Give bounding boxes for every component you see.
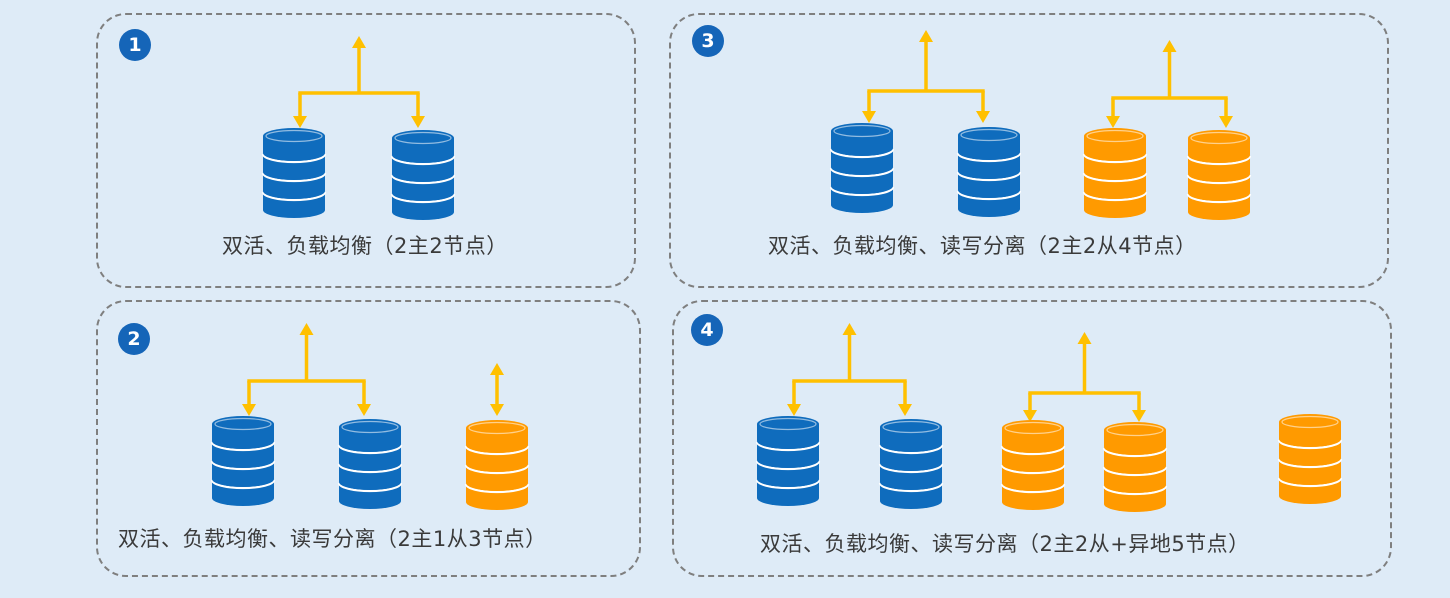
- panel-number-badge: 2: [118, 323, 150, 355]
- slave-database-icon: [1277, 414, 1343, 504]
- panel-number-badge: 1: [119, 29, 151, 61]
- panel-caption: 双活、负载均衡、读写分离（2主2从4节点）: [768, 234, 1197, 258]
- slave-database-icon: [1186, 130, 1252, 220]
- arrow-head-icon: [293, 116, 307, 128]
- arrow-head-icon: [862, 111, 876, 123]
- arrow-head-icon: [976, 111, 990, 123]
- panel-1: [96, 13, 636, 288]
- slave-database-icon: [1000, 420, 1066, 510]
- arrow-head-icon: [352, 36, 366, 48]
- arrow-head-icon: [1219, 116, 1233, 128]
- arrow-head-icon: [842, 323, 857, 335]
- master-database-icon: [261, 128, 327, 218]
- master-database-icon: [878, 419, 944, 509]
- master-database-icon: [956, 127, 1022, 217]
- arrow-head-icon: [299, 323, 314, 335]
- panel-3: [669, 13, 1389, 288]
- arrow-head-icon: [1106, 116, 1120, 128]
- arrow-head-icon: [411, 116, 425, 128]
- panel-caption: 双活、负载均衡、读写分离（2主2从+异地5节点）: [760, 532, 1250, 556]
- slave-database-icon: [464, 420, 530, 510]
- panel-2: [96, 300, 641, 577]
- master-database-icon: [755, 416, 821, 506]
- arrow-head-icon: [490, 363, 504, 375]
- panel-caption: 双活、负载均衡、读写分离（2主1从3节点）: [118, 527, 547, 551]
- arrow-head-icon: [1077, 332, 1092, 344]
- arrow-head-icon: [898, 404, 912, 416]
- panel-number-badge: 3: [692, 25, 724, 57]
- arrow-head-icon: [490, 404, 504, 416]
- panel-caption: 双活、负载均衡（2主2节点）: [222, 234, 508, 258]
- master-database-icon: [210, 416, 276, 506]
- slave-database-icon: [1082, 128, 1148, 218]
- arrow-head-icon: [242, 404, 256, 416]
- arrow-head-icon: [1023, 410, 1037, 422]
- master-database-icon: [337, 419, 403, 509]
- arrow-head-icon: [919, 30, 933, 42]
- slave-database-icon: [1102, 422, 1168, 512]
- arrow-head-icon: [787, 404, 801, 416]
- panel-4: [672, 300, 1392, 577]
- arrow-head-icon: [357, 404, 371, 416]
- panel-number-badge: 4: [691, 314, 723, 346]
- arrow-head-icon: [1162, 40, 1177, 52]
- arrow-head-icon: [1132, 410, 1146, 422]
- master-database-icon: [829, 123, 895, 213]
- master-database-icon: [390, 130, 456, 220]
